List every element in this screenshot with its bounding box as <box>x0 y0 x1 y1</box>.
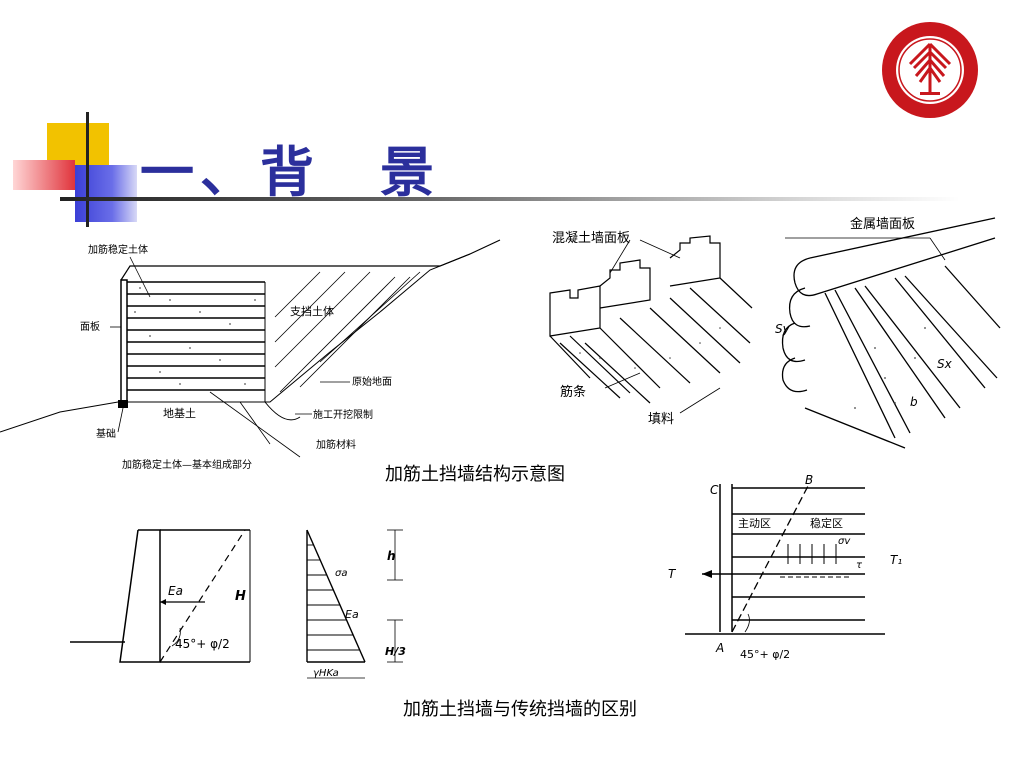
label-retained-soil: 支挡土体 <box>290 304 334 318</box>
label-base: γHKa <box>313 668 339 679</box>
metal-panel-figure: 金属墙面板 Sy Sx b <box>775 216 1001 449</box>
label-c: C <box>710 483 719 497</box>
label-sigma-v: σv <box>838 536 851 547</box>
label-angle: 45°+ φ/2 <box>175 637 230 651</box>
slide-title: 一、背 景 <box>140 140 440 204</box>
label-original-ground: 原始地面 <box>352 375 392 388</box>
traditional-wall-figure: Ea H 45°+ φ/2 <box>70 529 251 663</box>
label-foundation: 基础 <box>96 427 116 440</box>
label-concrete-panel: 混凝土墙面板 <box>552 230 630 246</box>
concrete-panel-figure: 混凝土墙面板 筋条 填料 <box>549 230 753 427</box>
label-active-zone: 主动区 <box>738 517 771 530</box>
university-seal-icon <box>882 22 978 118</box>
label-sigma: σa <box>335 568 347 579</box>
label-stable-body: 加筋稳定土体 <box>88 243 148 256</box>
label-t-right: T₁ <box>890 553 902 567</box>
caption-top: 加筋土挡墙结构示意图 <box>385 464 565 485</box>
deco-vertical-line <box>86 112 89 227</box>
deco-blue-square <box>75 165 137 222</box>
deco-red-square <box>13 160 75 190</box>
label-strip: 筋条 <box>560 384 586 400</box>
label-stable-zone: 稳定区 <box>810 516 843 530</box>
label-angle-2: 45°+ φ/2 <box>740 648 790 661</box>
caption-bottom: 加筋土挡墙与传统挡墙的区别 <box>403 699 637 720</box>
label-h-small: h <box>387 549 396 563</box>
label-h3: H/3 <box>385 645 406 658</box>
label-sx: Sx <box>937 357 953 371</box>
reinforced-wall-section-figure: 加筋稳定土体 面板 支挡土体 原始地面 地基土 施工开挖限制 基础 加筋材料 加… <box>0 239 501 471</box>
label-t-left: T <box>668 567 677 581</box>
label-tau: τ <box>856 560 863 571</box>
label-reinforcement: 加筋材料 <box>316 438 356 451</box>
title-divider <box>60 197 960 201</box>
label-foundation-soil: 地基土 <box>163 407 196 420</box>
label-b-point: B <box>805 473 813 487</box>
label-sy: Sy <box>775 322 791 336</box>
label-b: b <box>910 395 918 409</box>
label-fill: 填料 <box>648 412 674 427</box>
pressure-diagram-figure: h σa Ea H/3 γHKa <box>306 529 406 679</box>
label-panel: 面板 <box>80 320 100 333</box>
label-ea: Ea <box>168 584 183 598</box>
label-ea-2: Ea <box>345 608 359 621</box>
label-bottom-note: 加筋稳定土体—基本组成部分 <box>122 458 252 471</box>
label-a: A <box>715 641 724 655</box>
label-metal-panel: 金属墙面板 <box>850 216 915 232</box>
label-excavation-limit: 施工开挖限制 <box>313 408 373 421</box>
label-h-big: H <box>235 589 246 604</box>
active-stable-zone-figure: C B A T T₁ 主动区 稳定区 σv τ 45°+ φ/2 <box>668 473 902 661</box>
